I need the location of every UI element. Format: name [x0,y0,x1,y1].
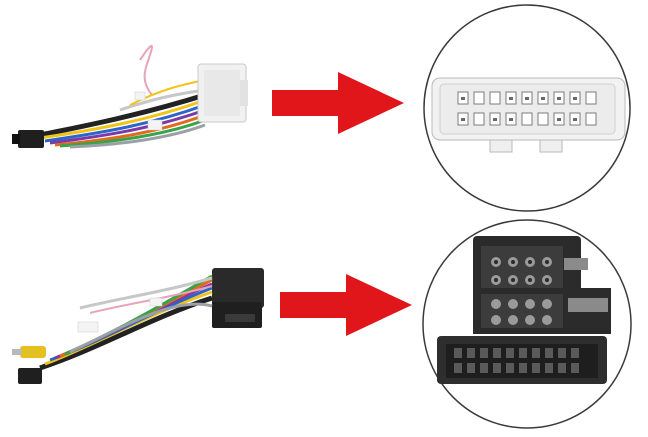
row-white-connector-svg [12,4,631,212]
black-iso-connector-closeup [422,219,632,429]
row-white-connector [0,0,648,218]
black-iso-connector-harness [12,268,264,384]
arrow-right-icon [280,274,412,336]
white-connector-closeup [423,4,631,212]
arrow-right-icon [272,72,404,134]
white-connector-harness [12,45,248,149]
row-black-connector [0,218,648,437]
row-black-connector-svg [12,219,632,429]
